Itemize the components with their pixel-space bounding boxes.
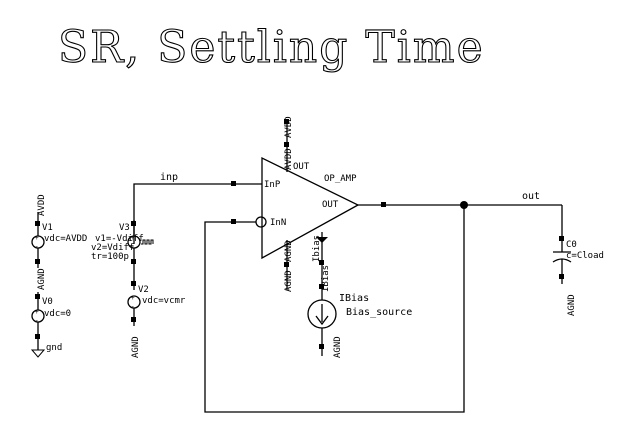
pin-v2-top[interactable]	[131, 281, 136, 286]
ibias-source-symbol[interactable]	[307, 290, 337, 356]
opamp-triangle	[261, 156, 360, 260]
opamp-pin-inp-label: InP	[264, 180, 281, 190]
v2-instance-name: V2	[138, 285, 149, 295]
opamp-pin-out-label: OUT	[322, 200, 339, 210]
opamp-pin-avdd-label: AVDD	[284, 148, 294, 170]
net-label-agnd-v1: AGND	[37, 268, 47, 290]
v2-plus-icon: +	[131, 295, 135, 302]
v0-minus-icon: -	[35, 317, 39, 324]
ibias-source-arrowhead	[315, 315, 329, 326]
pin-v0-top[interactable]	[35, 294, 40, 299]
v2-source-symbol[interactable]: + -	[127, 295, 141, 310]
net-label-agnd-ibias: AGND	[333, 336, 343, 358]
pin-ibias-source-top[interactable]	[319, 284, 324, 289]
v3-param-tr: tr=100p	[91, 252, 129, 262]
pin-opamp-agnd[interactable]	[284, 262, 289, 267]
opamp-pin-inn-label: InN	[270, 218, 286, 228]
v0-instance-name: V0	[42, 297, 53, 307]
v3-param-v2: v2=Vdiff	[91, 243, 134, 253]
net-label-out: out	[522, 191, 540, 202]
pin-opamp-avdd-top[interactable]	[284, 119, 289, 124]
pin-v1-bottom[interactable]	[35, 259, 40, 264]
v0-param: vdc=0	[44, 309, 71, 319]
pin-opamp-inn[interactable]	[231, 219, 236, 224]
pin-v3-top[interactable]	[131, 221, 136, 226]
opamp-instance-name: OP_AMP	[324, 174, 357, 184]
opamp-pin-agnd-label: AGND	[284, 240, 294, 262]
ibias-cell-name: Bias_source	[346, 307, 412, 318]
net-label-agnd-cap: AGND	[567, 294, 577, 316]
pin-cap-bottom[interactable]	[559, 274, 564, 279]
v1-source-symbol[interactable]: + -	[31, 235, 45, 250]
pin-opamp-out[interactable]	[381, 202, 386, 207]
ground-icon	[30, 349, 46, 358]
wire-feedback	[204, 205, 465, 413]
pin-cap-top[interactable]	[559, 236, 564, 241]
v1-plus-icon: +	[35, 235, 39, 242]
opamp-symbol[interactable]	[255, 156, 360, 260]
v1-minus-icon: -	[35, 243, 39, 250]
v3-instance-name: V3	[119, 223, 130, 233]
v3-minus-icon: -	[131, 243, 135, 250]
ibias-arrow-icon	[316, 237, 328, 243]
page-title: SR, Settling Time	[58, 22, 485, 73]
pin-opamp-ibias[interactable]	[319, 260, 324, 265]
pin-v1-top[interactable]	[35, 221, 40, 226]
v3-plus-icon: +	[131, 235, 135, 242]
wire-inp	[133, 183, 262, 244]
v3-param-v1: v1=-Vdiff	[95, 234, 144, 244]
cap-instance-name: C0	[566, 240, 577, 250]
pin-opamp-avdd[interactable]	[284, 142, 289, 147]
pin-ibias-source-bottom[interactable]	[319, 344, 324, 349]
pin-v3-bottom[interactable]	[131, 259, 136, 264]
ibias-pin-label: IBias	[321, 265, 331, 292]
pin-v2-bottom[interactable]	[131, 317, 136, 322]
opamp-inverting-bubble	[255, 216, 267, 228]
cap-param: c=Cload	[566, 251, 604, 261]
v2-param: vdc=vcmr	[142, 296, 186, 306]
net-label-gnd: gnd	[46, 343, 62, 353]
opamp-pin-ibias-label: Ibias	[312, 235, 322, 262]
ibias-instance-name: IBias	[339, 293, 369, 304]
opamp-top-out-label: OUT	[293, 162, 310, 172]
pulse-waveform-icon	[141, 239, 154, 245]
net-label-avdd-top: AVDD	[284, 116, 294, 138]
pin-v0-bottom[interactable]	[35, 334, 40, 339]
net-label-agnd-v2: AGND	[131, 336, 141, 358]
v0-source-symbol[interactable]: + -	[31, 309, 45, 324]
v2-minus-icon: -	[131, 303, 135, 310]
v1-param: vdc=AVDD	[44, 234, 87, 244]
net-label-agnd-opamp: AGND	[284, 270, 294, 292]
pin-opamp-inp[interactable]	[231, 181, 236, 186]
net-label-inp: inp	[160, 172, 178, 183]
net-label-avdd-v1: AVDD	[37, 194, 47, 216]
v1-instance-name: V1	[42, 223, 53, 233]
v0-plus-icon: +	[35, 309, 39, 316]
